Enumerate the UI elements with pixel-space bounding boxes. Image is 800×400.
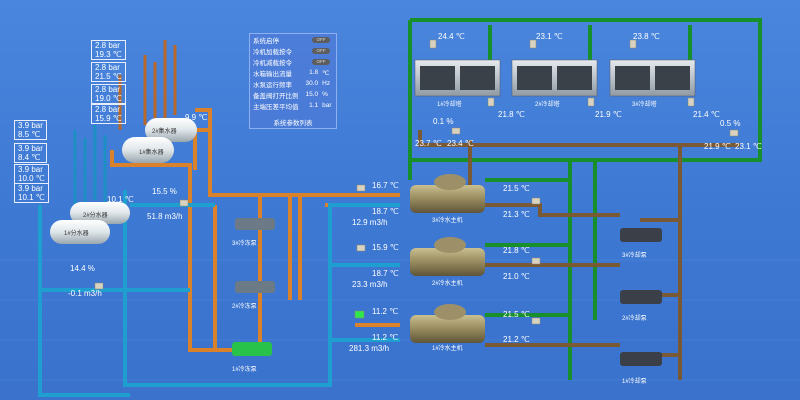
chiller-1-in-temp: 11.2 ℃ [372, 307, 399, 316]
tower-2-mid-temp: 21.9 ℃ [595, 110, 622, 119]
collector-risers [118, 40, 177, 130]
chw-pump-3-label: 3#冷冻泵 [232, 241, 257, 247]
chiller-3-cw-in: 21.5 ℃ [503, 184, 530, 193]
distributor-2-label: 2#分水器 [83, 213, 108, 219]
tower-bottom-temp-4: 23.1 ℃ [735, 142, 762, 151]
bypass-top-pct: 15.5 % [152, 187, 177, 196]
cw-pump-1-label: 1#冷却泵 [622, 379, 647, 385]
chw-pump-1 [232, 342, 272, 356]
tower-3-top-temp: 23.8 ℃ [633, 32, 660, 41]
chw-pump-3 [235, 218, 275, 230]
chiller-1-cw-out: 21.2 ℃ [503, 335, 530, 344]
chiller-1-label: 1#冷水主机 [432, 346, 463, 352]
tower-bottom-temp-1: 23.7 ℃ [415, 139, 442, 148]
distributor-1-label: 1#分水器 [64, 231, 89, 237]
chiller-1-out-temp: 11.2 ℃ [372, 333, 399, 342]
chiller-3-in-temp: 16.7 ℃ [372, 181, 399, 190]
tower-2-top-temp: 23.1 ℃ [536, 32, 563, 41]
cooling-tower-1 [414, 59, 501, 97]
chiller-2-cw-out: 21.0 ℃ [503, 272, 530, 281]
chw-pump-2-label: 2#冷冻泵 [232, 304, 257, 310]
chw-pump-2 [235, 281, 275, 293]
chiller-3-cw-out: 21.3 ℃ [503, 210, 530, 219]
bypass-bottom-flow: -0.1 m3/h [68, 289, 102, 298]
tower-3-label: 3#冷却塔 [632, 102, 657, 108]
collector-temp: 9.9 ℃ [185, 113, 208, 122]
cw-pump-3-label: 3#冷却泵 [622, 253, 647, 259]
chw-pump-1-label: 1#冷冻泵 [232, 367, 257, 373]
chiller-unload-toggle[interactable]: OFF [312, 58, 330, 65]
chiller-2-cw-in: 21.8 ℃ [503, 246, 530, 255]
chw-return-pipes [110, 108, 400, 352]
collector-tank-2 [145, 118, 197, 142]
chiller-3-out-temp: 18.7 ℃ [372, 207, 399, 216]
collector-1-label: 1#集水器 [139, 150, 164, 156]
collector-tank-1 [122, 137, 174, 163]
distributor-tank-2 [70, 202, 130, 224]
chiller-3-flow: 12.9 m3/h [352, 218, 388, 227]
cw-pump-2 [620, 290, 662, 304]
chiller-2-out-temp: 18.7 ℃ [372, 269, 399, 278]
tower-2-label: 2#冷却塔 [535, 102, 560, 108]
valves [94, 39, 739, 325]
cooling-tower-2 [511, 59, 598, 97]
system-start-toggle[interactable]: OFF [312, 36, 330, 43]
cooling-supply-pipes [408, 18, 762, 380]
cooling-tower-3 [609, 59, 696, 97]
chiller-1 [410, 304, 485, 343]
chw-supply-pipes [38, 190, 400, 397]
panel-title: 系统参数列表 [273, 120, 313, 127]
chiller-2 [410, 237, 485, 276]
cw-pump-3 [620, 228, 662, 242]
tower-bottom-temp-3: 21.9 ℃ [704, 142, 731, 151]
distributor-tank-1 [50, 220, 110, 244]
chiller-2-label: 2#冷水主机 [432, 281, 463, 287]
distributor-risers [73, 125, 107, 210]
chiller-2-flow: 23.3 m3/h [352, 280, 388, 289]
bypass-top-flow: 51.8 m3/h [147, 212, 183, 221]
collector-2-label: 2#集水器 [152, 129, 177, 135]
bypass-bottom-pct: 14.4 % [70, 264, 95, 273]
tower-right-pct: 0.5 % [720, 119, 741, 128]
tower-3-mid-temp: 21.4 ℃ [693, 110, 720, 119]
tower-1-label: 1#冷却塔 [437, 102, 462, 108]
distributor-temp: 10.1 ℃ [107, 195, 134, 204]
chiller-3-label: 3#冷水主机 [432, 218, 463, 224]
tower-1-top-temp: 24.4 ℃ [438, 32, 465, 41]
cw-pump-2-label: 2#冷却泵 [622, 316, 647, 322]
tower-bottom-temp-2: 23.4 ℃ [447, 139, 474, 148]
chiller-3 [410, 174, 485, 213]
tower-1-mid-temp: 21.8 ℃ [498, 110, 525, 119]
chiller-2-in-temp: 15.9 ℃ [372, 243, 399, 252]
cw-pump-1 [620, 352, 662, 366]
chiller-1-flow: 281.3 m3/h [349, 344, 390, 353]
chiller-load-toggle[interactable]: OFF [312, 47, 330, 54]
chiller-1-cw-in: 21.5 ℃ [503, 310, 530, 319]
tower-left-pct: 0.1 % [433, 117, 454, 126]
